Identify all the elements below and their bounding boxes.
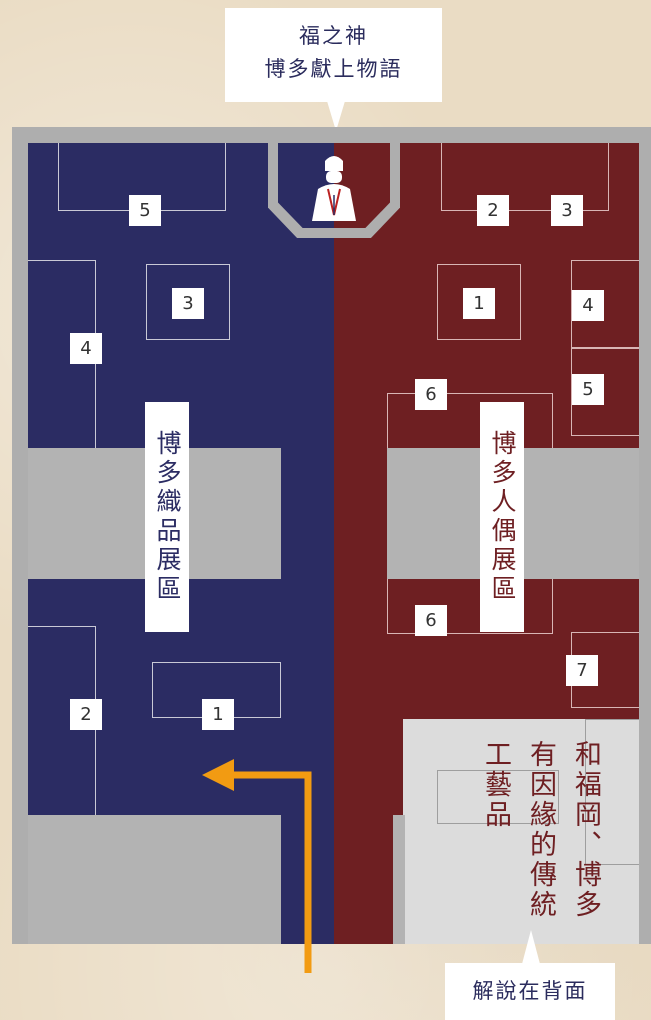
marker-left-2: 2 [70, 699, 102, 730]
marker-left-4: 4 [70, 333, 102, 364]
bottom-callout-pointer [522, 930, 540, 964]
left-case-3 [146, 264, 230, 340]
marker-left-5: 5 [129, 195, 161, 226]
right-case-4 [571, 260, 639, 348]
craft-corner [403, 719, 639, 944]
craft-case-b [585, 719, 639, 865]
right-case-2-3 [441, 143, 609, 211]
craft-case-a [437, 770, 559, 824]
marker-right-1: 1 [463, 288, 495, 319]
marker-right-6b: 6 [415, 605, 447, 636]
bottom-callout: 解說在背面 [445, 963, 615, 1020]
right-case-1 [437, 264, 521, 340]
marker-right-6a: 6 [415, 379, 447, 410]
right-case-5 [571, 348, 639, 436]
fukunokami-statue-icon [308, 149, 360, 225]
top-callout-line1: 福之神 [299, 24, 368, 48]
marker-right-3: 3 [551, 195, 583, 226]
craft-corner-text: 和福岡、博多有因緣的傳統工藝品 [480, 740, 601, 920]
right-zone-label: 博多人偶展區 [480, 402, 524, 632]
left-partition-lower [28, 815, 281, 944]
craft-corner-step [393, 815, 405, 944]
left-zone-label: 博多織品展區 [145, 402, 189, 632]
marker-left-1: 1 [202, 699, 234, 730]
top-callout: 福之神 博多獻上物語 [225, 8, 442, 102]
marker-right-4: 4 [572, 290, 604, 321]
top-callout-line2: 博多獻上物語 [264, 57, 403, 81]
top-callout-pointer [327, 101, 345, 131]
marker-left-3: 3 [172, 288, 204, 319]
marker-right-5: 5 [572, 374, 604, 405]
marker-right-7: 7 [566, 655, 598, 686]
marker-right-2: 2 [477, 195, 509, 226]
route-arrow-icon [198, 755, 318, 975]
